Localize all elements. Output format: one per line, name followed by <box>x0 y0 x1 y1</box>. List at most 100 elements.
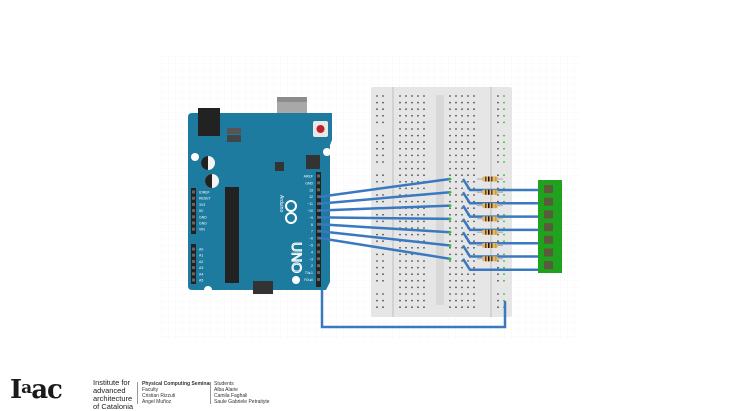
breadboard-hole <box>382 180 384 183</box>
breadboard-hole <box>449 154 451 157</box>
breadboard-hole <box>503 174 505 177</box>
breadboard-hole <box>382 194 384 196</box>
breadboard-hole <box>376 121 378 124</box>
breadboard-hole <box>382 101 384 104</box>
breadboard-hole <box>455 121 457 124</box>
breadboard-hole <box>497 114 499 117</box>
breadboard-hole <box>423 108 425 111</box>
breadboard-hole <box>376 108 378 111</box>
led-segment <box>544 248 553 257</box>
breadboard-hole <box>423 279 425 282</box>
breadboard-hole <box>423 227 425 229</box>
breadboard-hole <box>405 95 407 97</box>
breadboard-hole <box>467 128 469 130</box>
pin-label: RESET <box>199 197 212 201</box>
breadboard-hole <box>467 207 469 210</box>
breadboard-hole <box>449 114 451 117</box>
breadboard-hole <box>497 233 499 236</box>
breadboard-hole <box>411 147 413 150</box>
breadboard-hole <box>497 147 499 150</box>
breadboard-hole <box>461 134 463 137</box>
breadboard-hole <box>376 161 378 163</box>
breadboard-hole <box>473 121 475 124</box>
breadboard-hole <box>382 147 384 150</box>
breadboard-hole <box>376 180 378 183</box>
breadboard-hole <box>417 273 419 276</box>
breadboard-hole <box>503 114 505 117</box>
breadboard-hole <box>411 213 413 216</box>
breadboard-hole <box>473 240 475 243</box>
breadboard-hole <box>503 194 505 196</box>
breadboard-hole <box>461 233 463 236</box>
breadboard-hole <box>376 253 378 256</box>
breadboard-hole <box>473 95 475 97</box>
breadboard-hole <box>461 200 463 203</box>
breadboard-hole <box>405 220 407 223</box>
breadboard-hole <box>467 279 469 282</box>
breadboard-hole <box>376 154 378 157</box>
breadboard-hole <box>411 95 413 97</box>
breadboard-hole <box>405 167 407 170</box>
icsp-header-bottom <box>253 281 273 294</box>
breadboard-hole <box>467 286 469 289</box>
breadboard-hole <box>423 101 425 104</box>
breadboard-hole <box>376 299 378 302</box>
arduino-infinity-logo <box>285 200 297 224</box>
breadboard-hole <box>399 154 401 157</box>
breadboard-hole <box>399 260 401 262</box>
breadboard-hole <box>473 253 475 256</box>
breadboard-hole <box>467 260 469 262</box>
breadboard-hole <box>503 266 505 269</box>
pin-label: A2 <box>199 260 203 264</box>
breadboard-hole <box>467 154 469 157</box>
breadboard-hole <box>467 147 469 150</box>
resistor <box>477 216 503 222</box>
breadboard-hole <box>417 286 419 289</box>
breadboard-hole <box>382 306 384 309</box>
header-pin <box>192 202 195 206</box>
breadboard-hole <box>382 240 384 243</box>
breadboard-hole <box>455 227 457 229</box>
breadboard-hole <box>382 233 384 236</box>
breadboard-hole <box>449 220 451 223</box>
breadboard-hole <box>455 299 457 302</box>
breadboard-hole <box>461 273 463 276</box>
breadboard-hole <box>399 101 401 104</box>
breadboard-hole <box>461 128 463 130</box>
breadboard-hole <box>405 273 407 276</box>
breadboard-hole <box>411 141 413 144</box>
breadboard-hole <box>382 220 384 223</box>
breadboard-hole <box>405 161 407 163</box>
pin-label: IOREF <box>199 191 210 195</box>
breadboard-hole <box>405 306 407 309</box>
breadboard-hole <box>417 260 419 262</box>
breadboard-hole <box>461 114 463 117</box>
led-wire <box>461 258 545 272</box>
breadboard-hole <box>503 213 505 216</box>
breadboard-hole <box>417 246 419 249</box>
breadboard-hole <box>405 174 407 177</box>
breadboard-hole <box>473 279 475 282</box>
signal-wire <box>318 223 452 234</box>
breadboard-hole <box>461 121 463 124</box>
breadboard-hole <box>399 220 401 223</box>
breadboard-hole <box>423 114 425 117</box>
breadboard-hole <box>423 233 425 236</box>
breadboard-hole <box>497 194 499 196</box>
breadboard-hole <box>503 220 505 223</box>
breadboard-hole <box>473 108 475 111</box>
breadboard-hole <box>455 273 457 276</box>
breadboard-hole <box>382 279 384 282</box>
breadboard-hole <box>399 180 401 183</box>
breadboard-hole <box>473 220 475 223</box>
signal-wire <box>318 236 452 261</box>
divider <box>137 382 138 404</box>
breadboard-hole <box>411 260 413 262</box>
breadboard-hole <box>503 293 505 295</box>
breadboard-hole <box>382 253 384 256</box>
breadboard-hole <box>405 293 407 295</box>
breadboard-hole <box>417 233 419 236</box>
breadboard-hole <box>423 293 425 295</box>
breadboard-hole <box>411 114 413 117</box>
breadboard-hole <box>382 134 384 137</box>
